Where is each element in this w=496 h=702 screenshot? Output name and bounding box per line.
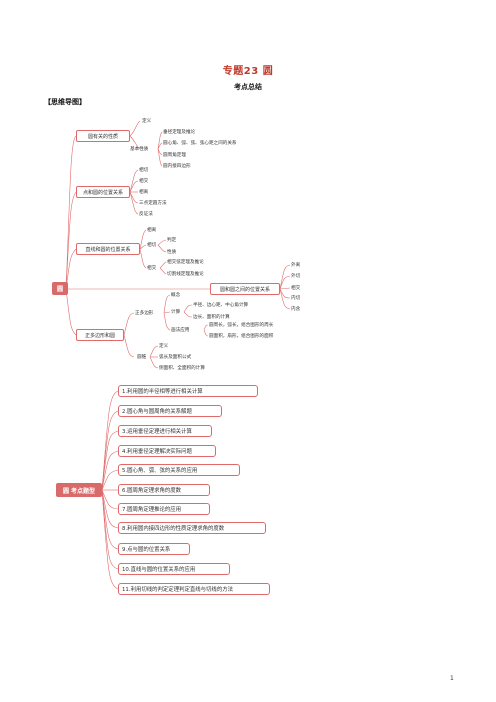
leaf-concept: 概念 — [171, 293, 181, 298]
leaf-calc-item: 边长、面积的计算 — [193, 315, 230, 320]
exam-type-item: 8.利用圆内接四边形的性质定理求角的度数 — [118, 522, 266, 534]
leaf-calc-item: 半径、边心距、中心角计算 — [193, 303, 249, 308]
exam-type-item: 4.利用垂径定理解决实际问题 — [118, 445, 216, 457]
leaf-cone-item: 侧面积、全面积的计算 — [159, 366, 205, 371]
exam-type-item: 7.圆周角定理推论的应用 — [118, 503, 210, 515]
leaf-point-item: 三点定圆方法 — [139, 201, 167, 206]
leaf-basic-item: 圆内接四边形 — [163, 164, 191, 169]
page-subtitle: 考点总结 — [234, 83, 262, 91]
exam-type-item: 3.运用垂径定理进行相关计算 — [118, 425, 212, 437]
leaf-point-item: 相切 — [139, 168, 149, 173]
exam-type-item: 10.直线与圆的位置关系的应用 — [118, 563, 230, 575]
leaf-basic-item: 圆心角、弧、弦、弦心距之间的关系 — [163, 141, 237, 146]
leaf-regular-polygon: 正多边形 — [135, 311, 154, 316]
leaf-basic-item: 圆周角定理 — [163, 153, 186, 158]
branch-polygon-circle: 正多边形和圆 — [76, 329, 124, 341]
leaf-intersect-item: 切割线定理及推论 — [167, 272, 204, 277]
page-title: 专题23 圆 — [222, 66, 274, 77]
exam-type-item: 9.点与圆的位置关系 — [118, 543, 190, 555]
leaf-point-item: 相离 — [139, 190, 149, 195]
leaf-basic-item: 垂径定理及推论 — [163, 130, 196, 135]
branch-line-circle: 直线和圆的位置关系 — [76, 243, 140, 255]
leaf-drawing: 画法应用 — [171, 328, 190, 333]
branch-circle-properties: 圆有关的性质 — [76, 130, 130, 142]
exam-type-item: 1.利用圆的半径相等进行相关计算 — [118, 385, 258, 397]
leaf-point-item: 反证法 — [139, 212, 153, 217]
leaf-point-item: 相交 — [139, 179, 149, 184]
exam-type-item: 2.圆心角与圆周角的关系解题 — [118, 405, 222, 417]
leaf-circle-item: 外离 — [291, 263, 301, 268]
section-heading: 【思维导图】 — [44, 98, 86, 106]
leaf-tangent-item: 判定 — [167, 238, 177, 243]
leaf-definition: 定义 — [142, 119, 152, 124]
leaf-separate: 相离 — [147, 228, 157, 233]
exam-type-item: 11.利用切线的判定定理判定直线与切线的方法 — [118, 583, 270, 595]
leaf-tangent: 相切 — [147, 243, 157, 248]
exam-type-item: 6.圆周角定理求角的度数 — [118, 484, 210, 496]
leaf-tangent-item: 性质 — [167, 250, 177, 255]
branch-point-circle: 点和圆的位置关系 — [76, 186, 130, 198]
leaf-intersect: 相交 — [147, 266, 157, 271]
leaf-drawing-item: 圆面积，扇形，组合图形的面积 — [209, 334, 274, 339]
leaf-calc: 计算 — [171, 310, 181, 315]
leaf-cone-item: 定义 — [159, 344, 169, 349]
leaf-circle-item: 内含 — [291, 307, 301, 312]
leaf-cone-item: 弧长及面积公式 — [159, 355, 192, 360]
leaf-cone: 圆锥 — [137, 355, 147, 360]
exam-type-item: 5.圆心角、弧、弦的关系的应用 — [118, 464, 240, 476]
leaf-intersect-item: 相交弦定理及推论 — [167, 260, 204, 265]
branch-circle-circle: 圆和圆之间的位置关系 — [210, 283, 280, 295]
leaf-circle-item: 外切 — [291, 274, 301, 279]
mindmap-root: 圆 — [52, 282, 68, 295]
leaf-drawing-item: 圆周长，弧长，组合图形的周长 — [209, 323, 274, 328]
leaf-basic-properties: 基本性质 — [130, 147, 149, 152]
leaf-circle-item: 相交 — [291, 286, 301, 291]
exam-types-root: 圆 考点题型 — [56, 483, 102, 497]
page-number: 1 — [450, 675, 454, 682]
leaf-circle-item: 内切 — [291, 296, 301, 301]
